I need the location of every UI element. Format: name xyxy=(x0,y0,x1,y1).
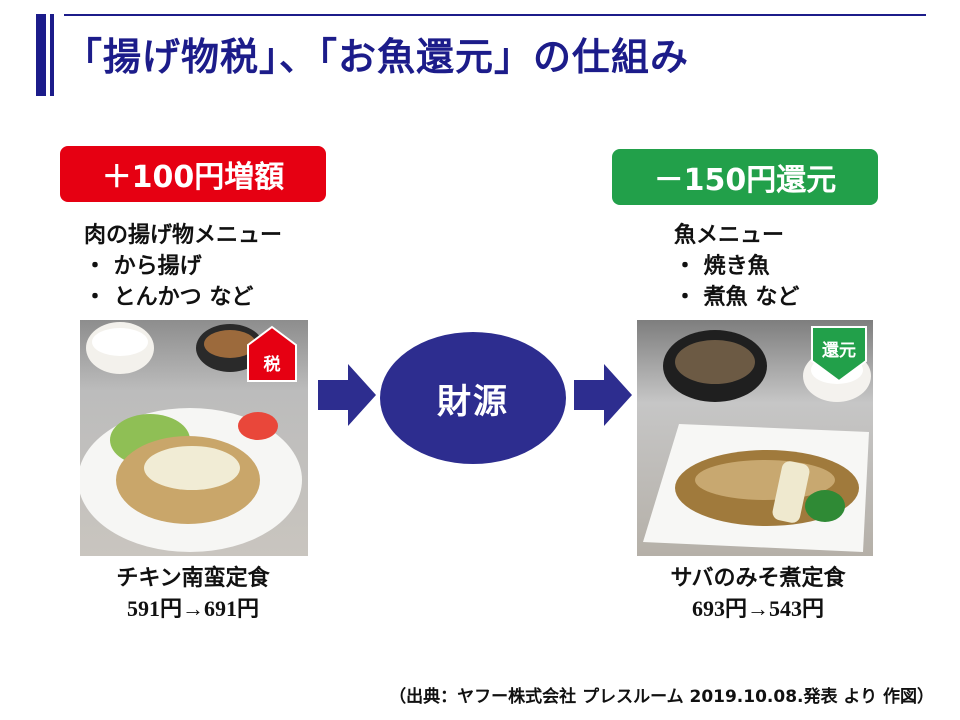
chicken-nanban-illustration xyxy=(80,322,302,552)
tomato xyxy=(238,412,278,440)
refund-sticker-label: 還元 xyxy=(822,340,856,361)
meat-menu-item: ・ から揚げ xyxy=(84,254,202,279)
tax-sticker-label: 税 xyxy=(263,354,281,375)
saba-misoni-illustration xyxy=(643,330,871,552)
refund-badge: －150円還元 xyxy=(612,149,878,205)
arrow-right-icon xyxy=(574,364,632,426)
fish-menu-list: 魚メニュー ・ 焼き魚 ・ 煮魚 など xyxy=(674,220,799,313)
title-accent-bar-thin xyxy=(50,14,54,96)
dish-price: 693円→543円 xyxy=(691,596,824,621)
dish-name: チキン南蛮定食 xyxy=(116,566,270,591)
chicken-nanban-caption: チキン南蛮定食 591円→691円 xyxy=(100,564,286,624)
saba-misoni-caption: サバのみそ煮定食 693円→543円 xyxy=(660,564,856,624)
meat-menu-item: ・ とんかつ など xyxy=(84,285,254,310)
source-citation: （出典：ヤフー株式会社 プレスルーム 2019.10.08.発表 より 作図） xyxy=(389,687,934,707)
tartar-sauce xyxy=(144,446,240,490)
leek xyxy=(772,461,810,523)
arrow-down-shape-icon xyxy=(811,326,867,383)
house-shape-icon xyxy=(247,325,297,382)
fish-menu-heading: 魚メニュー xyxy=(674,223,785,248)
greens xyxy=(805,490,845,522)
tax-sticker: 税 xyxy=(246,325,298,383)
arrow-right-icon xyxy=(318,364,376,426)
clear-soup xyxy=(675,340,755,384)
fish-menu-item: ・ 焼き魚 xyxy=(674,254,770,279)
page-title: 「揚げ物税」、「お魚還元」の仕組み xyxy=(64,35,690,79)
title-accent-bar xyxy=(36,14,46,96)
funding-source-circle: 財源 xyxy=(380,332,566,464)
increase-badge: ＋100円増額 xyxy=(60,146,326,202)
meat-menu-heading: 肉の揚げ物メニュー xyxy=(84,223,283,248)
refund-sticker: 還元 xyxy=(808,325,870,383)
rice xyxy=(92,328,148,356)
fish-menu-item: ・ 煮魚 など xyxy=(674,285,800,310)
title-top-rule xyxy=(64,14,926,16)
dish-price: 591円→691円 xyxy=(126,596,259,621)
miso-soup xyxy=(204,330,256,358)
dish-name: サバのみそ煮定食 xyxy=(670,566,846,591)
meat-menu-list: 肉の揚げ物メニュー ・ から揚げ ・ とんかつ など xyxy=(84,220,282,313)
